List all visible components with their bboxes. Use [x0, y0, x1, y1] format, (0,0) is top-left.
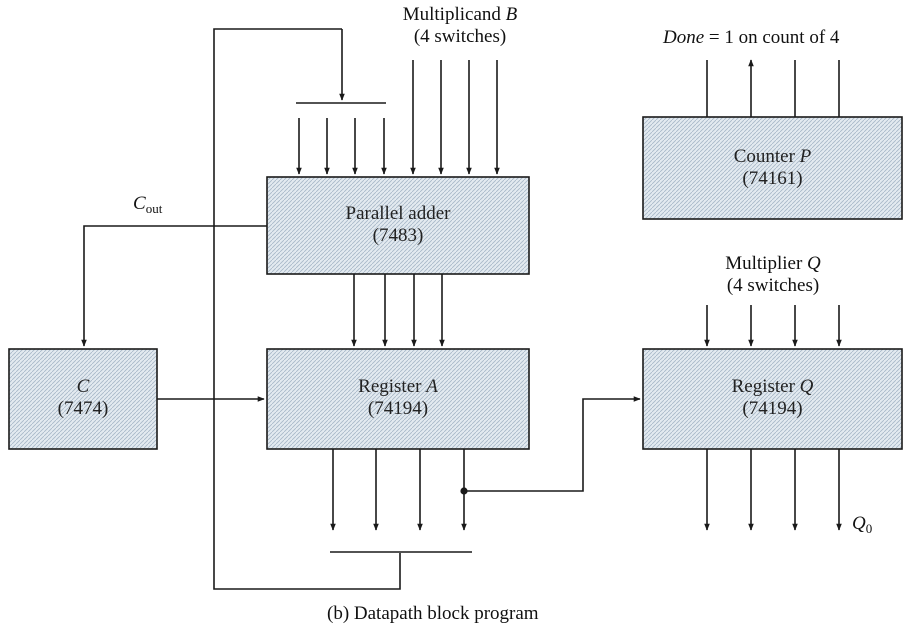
- multiplier-label: Multiplier Q (4 switches): [673, 253, 873, 297]
- c-flipflop-block: [8, 348, 158, 450]
- parallel-adder-label: Parallel adder (7483): [267, 203, 529, 247]
- q0-sub: 0: [865, 521, 873, 536]
- feedback-wire: [213, 28, 401, 590]
- figure-caption: (b) Datapath block program: [327, 603, 539, 624]
- cout-main: C: [133, 193, 146, 214]
- register-q-name: Register: [731, 376, 800, 397]
- counter-p-part: (74161): [742, 168, 803, 189]
- multiplicand-switches: (4 switches): [413, 26, 507, 47]
- parallel-adder-name: Parallel adder: [345, 203, 451, 224]
- multiplicand-text: Multiplicand: [402, 4, 506, 25]
- q0-main: Q: [852, 513, 866, 534]
- register-a-var: A: [426, 376, 438, 397]
- register-a-block: [266, 348, 530, 450]
- q0-label: Q0: [852, 513, 872, 540]
- register-a-label: Register A (74194): [267, 376, 529, 420]
- done-text: = 1 on count of 4: [704, 27, 840, 48]
- register-a-part: (74194): [367, 398, 429, 419]
- register-q-label: Register Q (74194): [643, 376, 902, 420]
- register-q-block: [642, 348, 903, 450]
- counter-p-var: P: [799, 146, 812, 167]
- multiplier-var: Q: [807, 253, 821, 274]
- cout-wire: [81, 225, 267, 347]
- register-q-var: Q: [799, 376, 814, 397]
- c-flipflop-var: C: [76, 376, 90, 397]
- multiplicand-var: B: [505, 4, 518, 25]
- c-flipflop-part: (7474): [57, 398, 109, 419]
- counter-p-name: Counter: [733, 146, 800, 167]
- a0-to-q-wire: [464, 396, 641, 492]
- multiplier-text: Multiplier: [725, 253, 808, 274]
- c-flipflop-label: C (7474): [9, 376, 157, 420]
- counter-p-block: [642, 116, 903, 220]
- done-label: Done = 1 on count of 4: [663, 27, 839, 49]
- multiplier-switches: (4 switches): [726, 275, 820, 296]
- cout-sub: out: [145, 201, 163, 216]
- counter-p-label: Counter P (74161): [643, 146, 902, 190]
- parallel-adder-part: (7483): [372, 225, 424, 246]
- done-var: Done: [663, 27, 705, 48]
- multiplicand-label: Multiplicand B (4 switches): [360, 4, 560, 48]
- register-a-name: Register: [358, 376, 427, 397]
- register-q-part: (74194): [742, 398, 803, 419]
- junction-dot: [460, 487, 468, 495]
- cout-label: Cout: [133, 193, 162, 220]
- parallel-adder-block: [266, 176, 530, 275]
